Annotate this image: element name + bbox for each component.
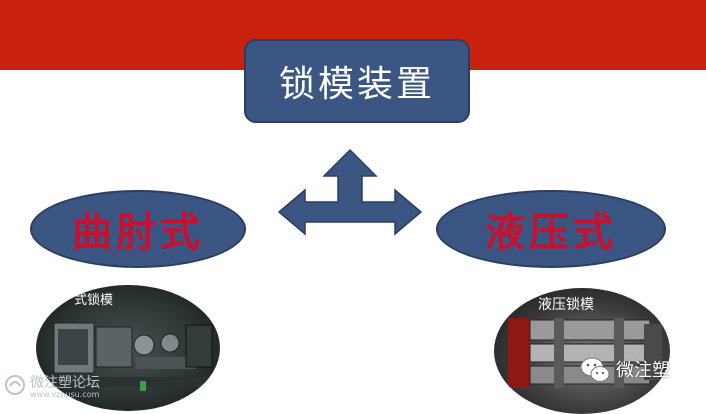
option-toggle-clamp: 曲肘式 bbox=[30, 190, 246, 268]
toggle-photo-caption: 式锁模 bbox=[74, 293, 114, 308]
hydraulic-photo-caption: 液压锁模 bbox=[538, 297, 594, 313]
option-hydraulic-clamp-label: 液压式 bbox=[485, 209, 617, 256]
option-hydraulic-clamp: 液压式 bbox=[436, 190, 666, 268]
toggle-machine-illustration bbox=[46, 322, 216, 391]
watermark-left: 微注塑论坛 www.vzhusu.com bbox=[4, 372, 114, 402]
hydraulic-machine-illustration bbox=[508, 318, 662, 388]
watermark-left-name: 微注塑论坛 bbox=[30, 375, 100, 391]
title-box: 锁模装置 bbox=[244, 39, 470, 123]
toggle-clamp-photo: 式锁模 bbox=[36, 285, 220, 411]
forum-logo-icon bbox=[5, 375, 25, 395]
option-toggle-clamp-label: 曲肘式 bbox=[72, 209, 204, 256]
wechat-icon bbox=[580, 357, 610, 382]
watermark-left-url: www.vzhusu.com bbox=[30, 390, 100, 399]
three-way-arrow-icon bbox=[277, 148, 423, 236]
watermark-right: 微注塑 bbox=[580, 354, 700, 388]
hydraulic-clamp-photo: 液压锁模 bbox=[494, 288, 670, 414]
title-text: 锁模装置 bbox=[278, 64, 435, 105]
watermark-right-name: 微注塑 bbox=[616, 360, 670, 381]
